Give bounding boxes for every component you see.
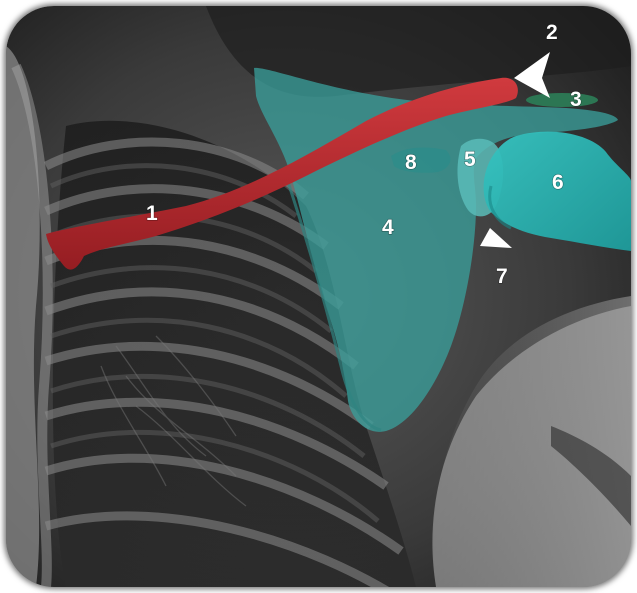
label-1: 1 <box>146 202 158 225</box>
label-2: 2 <box>546 21 558 44</box>
xray-canvas: 1 2 3 4 5 6 7 8 <box>6 6 631 587</box>
label-6: 6 <box>552 171 564 194</box>
label-3: 3 <box>570 88 582 111</box>
label-4: 4 <box>382 216 394 239</box>
xray-image: 1 2 3 4 5 6 7 8 <box>6 6 631 587</box>
label-5: 5 <box>464 148 476 171</box>
label-7: 7 <box>496 265 508 288</box>
label-8: 8 <box>405 151 417 174</box>
acromion-marker <box>526 93 598 107</box>
